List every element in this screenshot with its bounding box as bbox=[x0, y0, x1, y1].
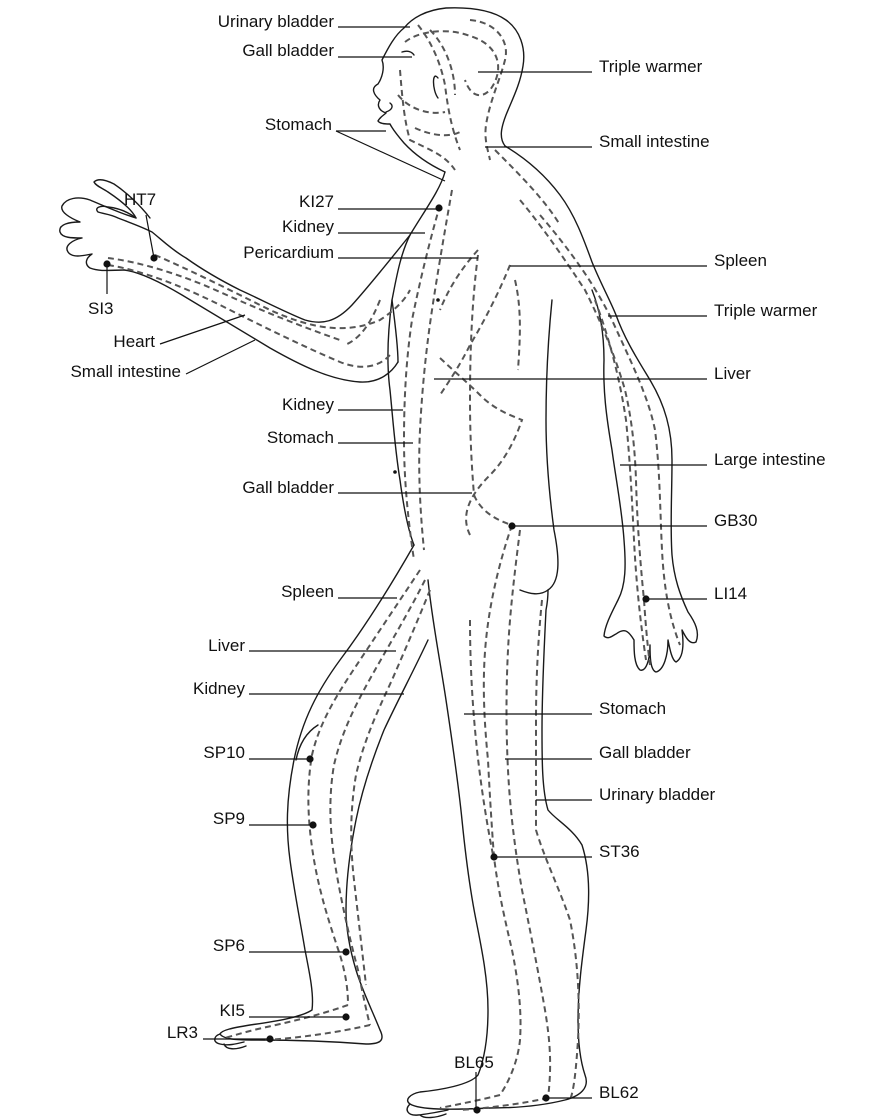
label-triple-warmer-top: Triple warmer bbox=[599, 57, 703, 76]
label-stomach-right: Stomach bbox=[599, 699, 666, 718]
label-small-intestine-right: Small intestine bbox=[599, 132, 710, 151]
meridian-gall-bladder-head bbox=[405, 31, 498, 95]
point-ki27 bbox=[435, 204, 442, 211]
point-sp10 bbox=[306, 755, 313, 762]
leader-stomach-top-b bbox=[336, 131, 445, 181]
label-si3: SI3 bbox=[88, 299, 114, 318]
point-bl62 bbox=[542, 1094, 549, 1101]
body-outline bbox=[60, 8, 698, 1118]
label-kidney-lower: Kidney bbox=[193, 679, 245, 698]
meridian-back-arm-outer bbox=[595, 300, 646, 660]
point-hip bbox=[393, 470, 397, 474]
leader-heart bbox=[160, 315, 245, 344]
point-sp6 bbox=[342, 948, 349, 955]
meridian-lines bbox=[108, 20, 680, 1110]
label-kidney-mid: Kidney bbox=[282, 395, 334, 414]
label-st36: ST36 bbox=[599, 842, 640, 861]
back-leg-inner-outline bbox=[408, 580, 589, 1109]
label-urinary-bladder-top: Urinary bladder bbox=[218, 12, 335, 31]
point-ki5 bbox=[342, 1013, 349, 1020]
elbow-outline bbox=[392, 300, 398, 362]
leader-lines bbox=[107, 27, 707, 1110]
label-large-intestine: Large intestine bbox=[714, 450, 826, 469]
label-kidney-upper: Kidney bbox=[282, 217, 334, 236]
point-si3 bbox=[103, 260, 110, 267]
point-navel bbox=[436, 298, 440, 302]
label-ki5: KI5 bbox=[219, 1001, 245, 1020]
label-bl62: BL62 bbox=[599, 1083, 639, 1102]
label-gall-bladder-mid: Gall bladder bbox=[242, 478, 334, 497]
meridian-triple-warmer-arm bbox=[520, 200, 650, 665]
meridian-liver-leg bbox=[330, 580, 425, 1025]
point-li14 bbox=[642, 595, 649, 602]
meridian-back-leg-inner bbox=[470, 620, 494, 860]
label-ki27: KI27 bbox=[299, 192, 334, 211]
hip-back-outline bbox=[520, 300, 558, 594]
point-sp9 bbox=[309, 821, 316, 828]
acupoints bbox=[103, 204, 649, 1113]
label-heart: Heart bbox=[113, 332, 155, 351]
ear-outline bbox=[434, 76, 439, 98]
label-stomach-top: Stomach bbox=[265, 115, 332, 134]
label-triple-warmer-right: Triple warmer bbox=[714, 301, 818, 320]
label-sp6: SP6 bbox=[213, 936, 245, 955]
meridian-hip-curve bbox=[474, 495, 512, 525]
meridian-spleen-torso bbox=[440, 265, 510, 395]
meridian-small-intestine-arm bbox=[108, 258, 340, 340]
point-lr3 bbox=[266, 1035, 273, 1042]
label-gall-bladder-right: Gall bladder bbox=[599, 743, 691, 762]
front-leg-outline bbox=[220, 545, 428, 1044]
front-torso-outline bbox=[388, 172, 445, 545]
meridian-torso-side bbox=[515, 280, 520, 370]
point-ht7 bbox=[150, 254, 157, 261]
point-bl65 bbox=[473, 1106, 480, 1113]
label-liver-left: Liver bbox=[208, 636, 245, 655]
meridian-stomach-torso bbox=[419, 190, 452, 550]
label-urinary-bladder-right: Urinary bladder bbox=[599, 785, 716, 804]
eye-outline bbox=[402, 51, 414, 55]
label-ht7: HT7 bbox=[124, 190, 156, 209]
label-gall-bladder-top: Gall bladder bbox=[242, 41, 334, 60]
meridian-urinary-bladder-leg bbox=[536, 600, 579, 1100]
meridian-liver-torso bbox=[440, 358, 522, 535]
label-liver-right: Liver bbox=[714, 364, 751, 383]
meridian-triple-warmer-head bbox=[470, 20, 506, 160]
meridian-heart-arm bbox=[108, 265, 390, 367]
point-gb30 bbox=[508, 522, 515, 529]
label-spleen-right: Spleen bbox=[714, 251, 767, 270]
meridian-foot-back bbox=[440, 1095, 548, 1110]
meridian-kidney-leg bbox=[351, 590, 430, 985]
label-li14: LI14 bbox=[714, 584, 747, 603]
label-sp9: SP9 bbox=[213, 809, 245, 828]
label-spleen-left: Spleen bbox=[281, 582, 334, 601]
label-pericardium: Pericardium bbox=[243, 243, 334, 262]
nose-outline bbox=[386, 103, 392, 112]
point-st36 bbox=[490, 853, 497, 860]
labels-left: Urinary bladder Gall bladder Stomach KI2… bbox=[70, 12, 493, 1072]
label-gb30: GB30 bbox=[714, 511, 757, 530]
meridian-gall-bladder-torso bbox=[470, 255, 478, 495]
meridian-stomach-leg bbox=[484, 525, 521, 1095]
meridian-stomach-head bbox=[400, 70, 455, 170]
label-bl65: BL65 bbox=[454, 1053, 494, 1072]
meridian-gall-bladder-leg bbox=[507, 530, 551, 1098]
meridian-pericardium-chest bbox=[440, 250, 478, 310]
meridian-pericardium-arm bbox=[155, 255, 410, 328]
label-lr3: LR3 bbox=[167, 1023, 198, 1042]
label-stomach-mid: Stomach bbox=[267, 428, 334, 447]
labels-right: Triple warmer Small intestine Spleen Tri… bbox=[599, 57, 826, 1102]
leader-small-intestine-left bbox=[186, 340, 255, 374]
label-sp10: SP10 bbox=[203, 743, 245, 762]
label-small-intestine-left: Small intestine bbox=[70, 362, 181, 381]
leader-ht7 bbox=[146, 215, 154, 258]
meridian-urinary-bladder-head bbox=[418, 25, 460, 150]
meridian-large-intestine-arm bbox=[540, 215, 680, 645]
meridian-foot-front-2 bbox=[265, 1025, 370, 1040]
